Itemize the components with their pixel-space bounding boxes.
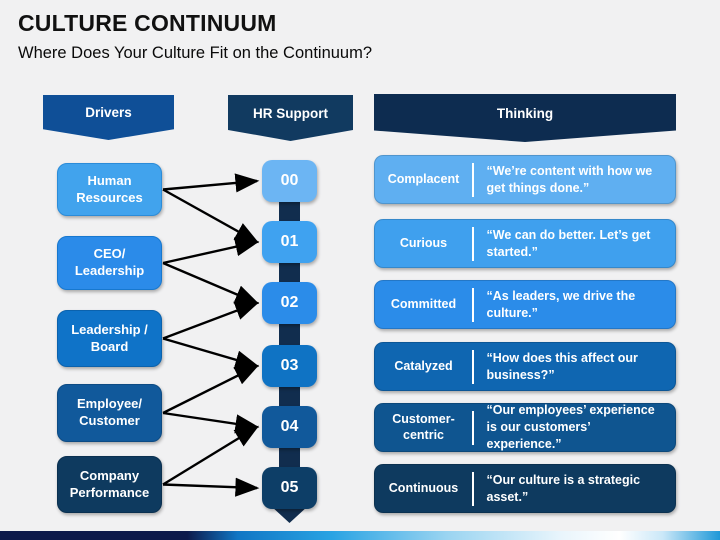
thinking-row-customer-centric: Customer- centric “Our employees’ experi… [374,403,676,452]
thinking-quote: “As leaders, we drive the culture.” [486,288,636,320]
thinking-row-catalyzed: Catalyzed “How does this affect our busi… [374,342,676,391]
column-header-thinking: Thinking [374,94,676,142]
thinking-quote: “We can do better. Let’s get started.” [486,227,651,259]
driver-box-leadership-board: Leadership / Board [57,310,162,367]
driver-box-employee-customer: Employee/ Customer [57,384,162,442]
level-box-01: 01 [262,221,317,263]
footer-gradient-bar [0,531,720,540]
thinking-row-continuous: Continuous “Our culture is a strategic a… [374,464,676,513]
driver-box-company-performance: Company Performance [57,456,162,513]
level-box-04: 04 [262,406,317,448]
thinking-quote: “We’re content with how we get things do… [486,163,653,195]
thinking-label: Committed [390,296,457,311]
label-quote-divider [472,287,474,322]
level-box-03: 03 [262,345,317,387]
page-title: CULTURE CONTINUUM [18,10,277,36]
driver-box-ceo-leadership: CEO/ Leadership [57,236,162,290]
thinking-label: Complacent [387,171,460,186]
label-quote-divider [472,410,474,445]
page-subtitle: Where Does Your Culture Fit on the Conti… [18,44,373,62]
thinking-row-committed: Committed “As leaders, we drive the cult… [374,280,676,329]
label-quote-divider [472,471,474,506]
thinking-quote: “How does this affect our business?” [486,350,638,382]
thinking-label: Customer- centric [392,411,455,442]
label-quote-divider [472,349,474,384]
label-quote-divider [472,162,474,197]
level-box-00: 00 [262,160,317,202]
thinking-quote: “Our culture is a strategic asset.” [486,472,641,504]
thinking-label: Catalyzed [394,358,453,373]
driver-box-human-resources: Human Resources [57,163,162,216]
thinking-label: Curious [399,235,448,250]
level-box-02: 02 [262,282,317,324]
thinking-row-complacent: Complacent “We’re content with how we ge… [374,155,676,204]
level-box-05: 05 [262,467,317,509]
column-header-drivers: Drivers [43,95,174,140]
column-header-hr-support: HR Support [228,95,353,141]
label-quote-divider [472,226,474,261]
thinking-row-curious: Curious “We can do better. Let’s get sta… [374,219,676,268]
thinking-label: Continuous [388,480,459,495]
thinking-quote: “Our employees’ experience is our custom… [486,403,655,451]
